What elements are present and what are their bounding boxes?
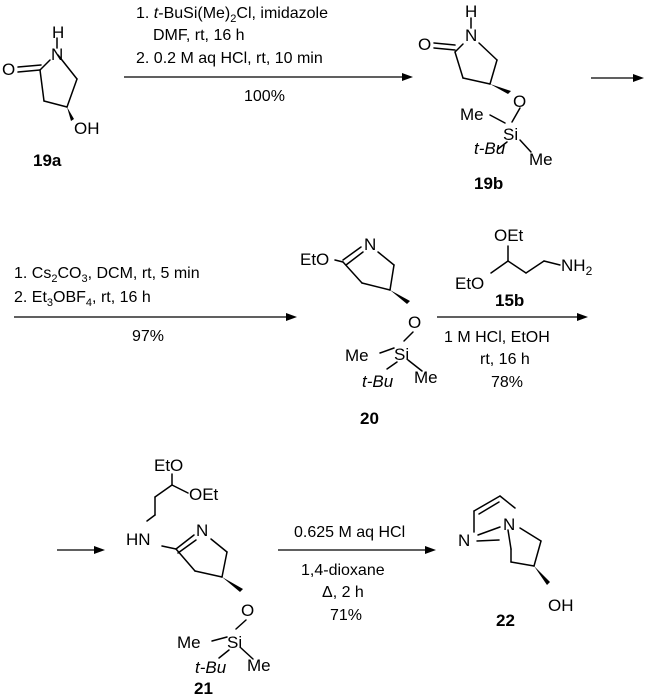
- compound-15b-bonds: [490, 245, 561, 274]
- step-1-reagents: 1. t-BuSi(Me)2Cl, imidazole: [136, 5, 328, 25]
- step-4-solvent: 1,4-dioxane: [301, 562, 385, 579]
- compound-19b-number: 19b: [474, 174, 503, 193]
- compound-22: N N OH 22: [458, 495, 574, 630]
- compound-21-atom-label: HN: [126, 530, 151, 549]
- compound-22-atom-label: N: [458, 531, 470, 550]
- compound-15b-number: 15b: [495, 291, 524, 310]
- compound-19b-atom-label: H: [465, 2, 477, 21]
- compound-21-atom-label: O: [241, 601, 254, 620]
- compound-22-number: 22: [496, 611, 515, 630]
- compound-21-atom-label: t-Bu: [195, 658, 227, 677]
- compound-20-atom-label: t-Bu: [362, 372, 394, 391]
- compound-19a-atom-label: OH: [74, 119, 100, 138]
- compound-21-atom-label: Me: [177, 633, 201, 652]
- compound-21-number: 21: [194, 679, 213, 697]
- compound-22-atom-label: OH: [548, 596, 574, 615]
- compound-19b: H N O O Si Me t-Bu Me 19b: [418, 2, 553, 193]
- compound-21-atom-label: EtO: [154, 456, 183, 475]
- compound-20-atom-label: O: [408, 313, 421, 332]
- compound-19a-number: 19a: [33, 151, 62, 170]
- compound-22-atom-label: N: [503, 515, 515, 534]
- continuation-arrow: [591, 74, 644, 82]
- compound-15b-atom-label: NH2: [561, 256, 593, 278]
- arrow-head: [425, 546, 436, 554]
- arrow-head: [577, 313, 588, 321]
- compound-19b-atom-label: Me: [529, 150, 553, 169]
- step-3-yield: 78%: [491, 374, 523, 391]
- compound-20-number: 20: [360, 409, 379, 428]
- step-1-solvent: DMF, rt, 16 h: [153, 27, 245, 44]
- step-4-yield: 71%: [330, 607, 362, 624]
- compound-19b-atom-label: O: [418, 35, 431, 54]
- continuation-arrow: [57, 546, 105, 554]
- compound-20-atom-label: Si: [394, 345, 409, 364]
- compound-19b-atom-label: t-Bu: [474, 139, 506, 158]
- compound-15b-atom-label: EtO: [455, 274, 484, 293]
- compound-20-atom-label: Me: [345, 346, 369, 365]
- compound-19a-atom-label: H: [52, 23, 64, 42]
- reaction-step-1: 1. t-BuSi(Me)2Cl, imidazole DMF, rt, 16 …: [124, 5, 413, 105]
- compound-20-atom-label: N: [364, 235, 376, 254]
- step-1-yield: 100%: [244, 88, 285, 105]
- compound-15b-atom-label: OEt: [494, 226, 524, 245]
- compound-20-atom-label: Me: [414, 368, 438, 387]
- compound-20: EtO N O Si Me t-Bu Me 20: [300, 235, 438, 428]
- compound-22-bonds: [473, 495, 550, 585]
- step-4-conditions: Δ, 2 h: [322, 584, 364, 601]
- arrow-head: [286, 313, 297, 321]
- compound-20-bonds: [334, 246, 423, 372]
- compound-20-atom-label: EtO: [300, 250, 329, 269]
- compound-19b-atom-label: O: [513, 92, 526, 111]
- compound-19b-atom-label: N: [465, 26, 477, 45]
- step-2-yield: 97%: [132, 328, 164, 345]
- compound-19b-atom-label: Me: [460, 105, 484, 124]
- compound-21: EtO OEt HN N O Si Me t-Bu Me 21: [126, 456, 271, 697]
- compound-19b-atom-label: Si: [503, 125, 518, 144]
- arrow-head: [402, 73, 413, 81]
- compound-19a-bonds: [17, 37, 78, 121]
- step-4-reagent: 0.625 M aq HCl: [294, 524, 405, 541]
- compound-19a-atom-label: N: [51, 45, 63, 64]
- reaction-step-3: 1 M HCl, EtOH rt, 16 h 78%: [437, 313, 588, 391]
- compound-21-atom-label: Me: [247, 656, 271, 675]
- compound-19a-atom-label: O: [2, 60, 15, 79]
- reaction-step-2: 1. Cs2CO3, DCM, rt, 5 min 2. Et3OBF4, rt…: [14, 265, 297, 345]
- step-1-workup: 2. 0.2 M aq HCl, rt, 10 min: [136, 50, 323, 67]
- compound-19b-bonds: [433, 17, 532, 153]
- compound-19a: H N O OH 19a: [2, 23, 100, 170]
- compound-15b: OEt EtO NH2 15b: [455, 226, 593, 310]
- step-2-reagent-1: 1. Cs2CO3, DCM, rt, 5 min: [14, 265, 200, 285]
- compound-21-bonds: [146, 473, 254, 660]
- compound-21-atom-label: Si: [227, 633, 242, 652]
- step-3-conditions: 1 M HCl, EtOH: [444, 329, 550, 346]
- compound-21-atom-label: N: [196, 521, 208, 540]
- reaction-step-4: 0.625 M aq HCl 1,4-dioxane Δ, 2 h 71%: [278, 524, 436, 624]
- step-3-conditions: rt, 16 h: [480, 351, 530, 368]
- step-2-reagent-2: 2. Et3OBF4, rt, 16 h: [14, 289, 151, 309]
- compound-21-atom-label: OEt: [189, 485, 219, 504]
